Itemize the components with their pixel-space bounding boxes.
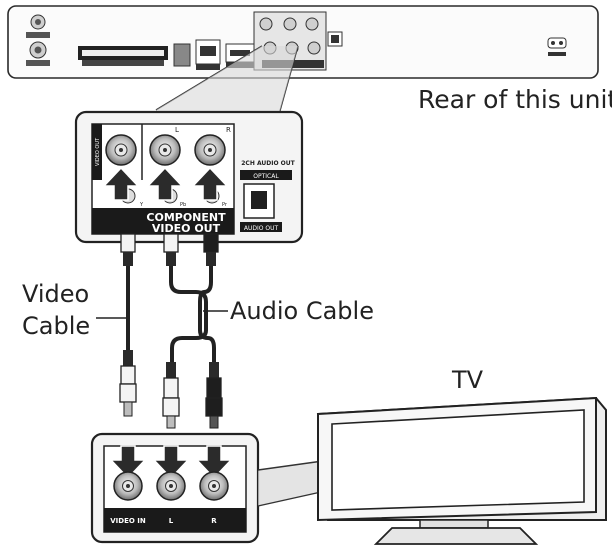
video-cable-label-2: Cable [22,312,90,340]
audio-right-label: R [226,126,231,134]
video-cable-label-1: Video [22,280,89,308]
tv-input-panel: VIDEO IN L R [90,432,260,544]
unit-video-jack [105,134,137,166]
tv-left-label: L [169,517,174,525]
audio-left-label: L [175,126,179,134]
power-inlet [547,37,567,56]
television [316,396,607,545]
audio-out-label: 2CH AUDIO OUT [241,160,295,167]
pb-label: Pb [180,202,186,208]
unit-audio-right-jack [194,134,226,166]
usb-port [195,39,221,70]
rear-of-unit-label: Rear of this unit [418,85,612,114]
pr-label: Pr [222,202,228,208]
zoom-callout [155,45,299,119]
tv-audio-left-jack [156,471,186,501]
card-slot [78,46,168,66]
tv-video-in-jack [113,471,143,501]
audio-cable-label: Audio Cable [230,297,374,325]
tv-arrows [109,445,233,480]
optical-label: OPTICAL [253,173,279,180]
unit-output-panel: VIDEO OUT L R Y Pb Pr [74,110,304,244]
tv-right-label: R [211,517,217,525]
tv-video-in-label: VIDEO IN [110,517,146,525]
unit-arrows [102,166,229,201]
component-video-out-label-1: COMPONENT [146,211,226,224]
tv-label: TV [451,366,484,394]
unit-audio-left-jack [149,134,181,166]
audio-out-small-label: AUDIO OUT [244,225,279,232]
audio-cable [162,233,223,429]
video-out-label: VIDEO OUT [95,137,101,166]
player-rear-panel [7,5,599,79]
tv-audio-right-jack [199,471,229,501]
small-jack-top-left [30,14,46,30]
video-cable [119,233,137,417]
lan-port [173,43,191,67]
component-video-out-label-2: VIDEO OUT [152,222,221,235]
optical-port [243,183,275,219]
y-label: Y [139,202,144,208]
small-jack-bottom-left [29,41,47,59]
